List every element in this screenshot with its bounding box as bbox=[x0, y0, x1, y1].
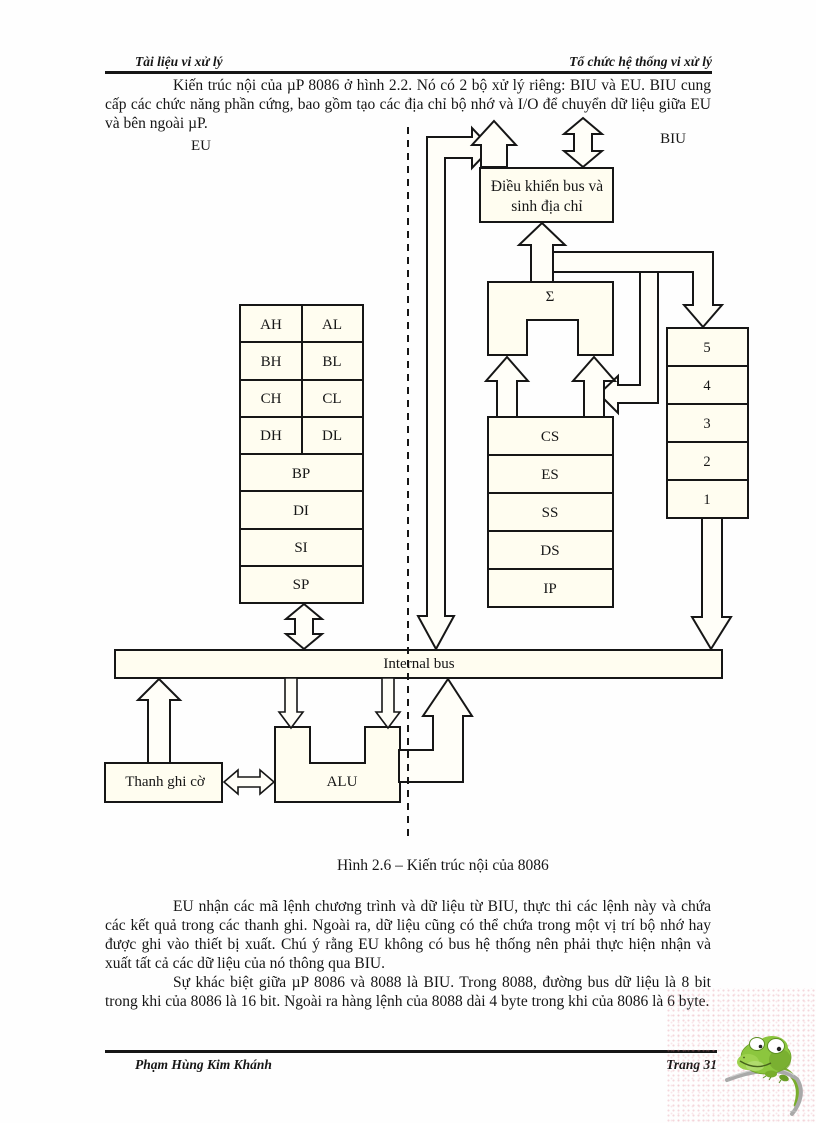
queue-to-bus-arrow bbox=[690, 517, 733, 651]
seg-ss: SS bbox=[542, 505, 559, 521]
reg-ah: AH bbox=[260, 317, 282, 333]
paragraph-3: Sự khác biệt giữa µP 8086 và 8088 là BIU… bbox=[105, 974, 711, 1010]
gecko-foot-right bbox=[779, 1074, 789, 1082]
alu-box bbox=[274, 726, 401, 803]
reg-bh: BH bbox=[261, 354, 282, 370]
segment-to-adder-left-arrow bbox=[483, 355, 531, 418]
body-paragraphs: EU nhận các mã lệnh chương trình và dữ l… bbox=[105, 897, 711, 1011]
data-inout-double-arrow bbox=[561, 116, 605, 169]
register-labels: AH AL BH BL CH CL DH DL BP DI SI SP bbox=[260, 317, 342, 593]
reg-ch: CH bbox=[261, 391, 282, 407]
reg-sp: SP bbox=[293, 577, 310, 593]
seg-ds: DS bbox=[540, 543, 559, 559]
intro-paragraph: Kiến trúc nội của µP 8086 ở hình 2.2. Nó… bbox=[105, 76, 711, 133]
adder-label: Σ bbox=[546, 289, 555, 305]
alu-label: ALU bbox=[327, 774, 358, 790]
gecko-mouth bbox=[739, 1060, 772, 1068]
gecko-eye-left bbox=[749, 1037, 765, 1051]
biu-to-adder-arrow bbox=[597, 271, 659, 416]
queue-labels: 5 4 3 2 1 bbox=[703, 340, 711, 508]
segment-labels: CS ES SS DS IP bbox=[540, 429, 559, 597]
gecko-eye-right bbox=[767, 1038, 785, 1054]
reg-bp: BP bbox=[292, 466, 310, 482]
bus-to-alu-right-arrow bbox=[374, 677, 402, 730]
gecko-logo bbox=[725, 1036, 803, 1116]
registers-bus-double-arrow bbox=[283, 602, 325, 651]
bus-control-box bbox=[479, 167, 614, 223]
seg-es: ES bbox=[541, 467, 559, 483]
header-rule bbox=[105, 71, 712, 74]
biu-label: BIU bbox=[660, 131, 686, 147]
footer-rule bbox=[105, 1050, 717, 1053]
queue-5: 5 bbox=[703, 340, 710, 356]
architecture-diagram: EU BIU Điều khiển bus và sinh địa chỉ Σ … bbox=[104, 116, 749, 840]
alu-to-bus-arrow bbox=[398, 677, 474, 783]
reg-al: AL bbox=[322, 317, 342, 333]
adder-box bbox=[487, 281, 614, 356]
register-table bbox=[239, 304, 364, 604]
gecko-signature-squiggle bbox=[789, 1110, 797, 1113]
paragraph-2: EU nhận các mã lệnh chương trình và dữ l… bbox=[105, 898, 711, 972]
segment-to-adder-right-arrow bbox=[570, 355, 618, 418]
address-out-arrow bbox=[469, 119, 519, 168]
segment-register-table bbox=[487, 416, 614, 608]
footer-author: Phạm Hùng Kim Khánh bbox=[135, 1057, 272, 1072]
seg-ip: IP bbox=[543, 581, 556, 597]
flags-to-bus-arrow bbox=[135, 677, 183, 764]
queue-2: 2 bbox=[703, 454, 710, 470]
gecko-foot-left bbox=[765, 1070, 777, 1078]
reg-cl: CL bbox=[322, 391, 341, 407]
queue-3: 3 bbox=[703, 416, 710, 432]
bus-to-external-pipe-arrow bbox=[416, 125, 493, 652]
seg-cs: CS bbox=[541, 429, 559, 445]
header-left: Tài liệu vi xử lý bbox=[135, 54, 223, 69]
queue-4: 4 bbox=[703, 378, 711, 394]
reg-bl: BL bbox=[322, 354, 341, 370]
bus-control-label-line2: sinh địa chỉ bbox=[511, 198, 583, 215]
reg-dl: DL bbox=[322, 428, 342, 444]
bus-control-label-line1: Điều khiển bus và bbox=[491, 178, 603, 195]
flags-alu-double-arrow bbox=[222, 768, 276, 796]
gecko-swoosh bbox=[725, 1068, 803, 1116]
adder-to-buscontrol-arrow bbox=[516, 221, 568, 283]
reg-dh: DH bbox=[260, 428, 282, 444]
flag-register-label: Thanh ghi cờ bbox=[125, 774, 206, 790]
reg-si: SI bbox=[294, 540, 307, 556]
fetch-to-queue-arrow bbox=[552, 251, 725, 329]
reg-di: DI bbox=[293, 503, 309, 519]
header-right: Tổ chức hệ thống vi xử lý bbox=[569, 54, 712, 69]
internal-bus-box bbox=[114, 649, 723, 679]
bus-to-alu-left-arrow bbox=[277, 677, 305, 730]
instruction-queue-table bbox=[666, 327, 749, 519]
figure-caption: Hình 2.6 – Kiến trúc nội của 8086 bbox=[337, 857, 549, 874]
gecko-head bbox=[737, 1036, 792, 1084]
paragraph-1: Kiến trúc nội của µP 8086 ở hình 2.2. Nó… bbox=[105, 77, 711, 132]
footer-page-number: Trang 31 bbox=[666, 1057, 717, 1073]
internal-bus-label: Internal bus bbox=[383, 656, 454, 672]
flag-register-box bbox=[104, 762, 223, 803]
queue-1: 1 bbox=[703, 492, 710, 508]
eu-label: EU bbox=[191, 138, 211, 154]
